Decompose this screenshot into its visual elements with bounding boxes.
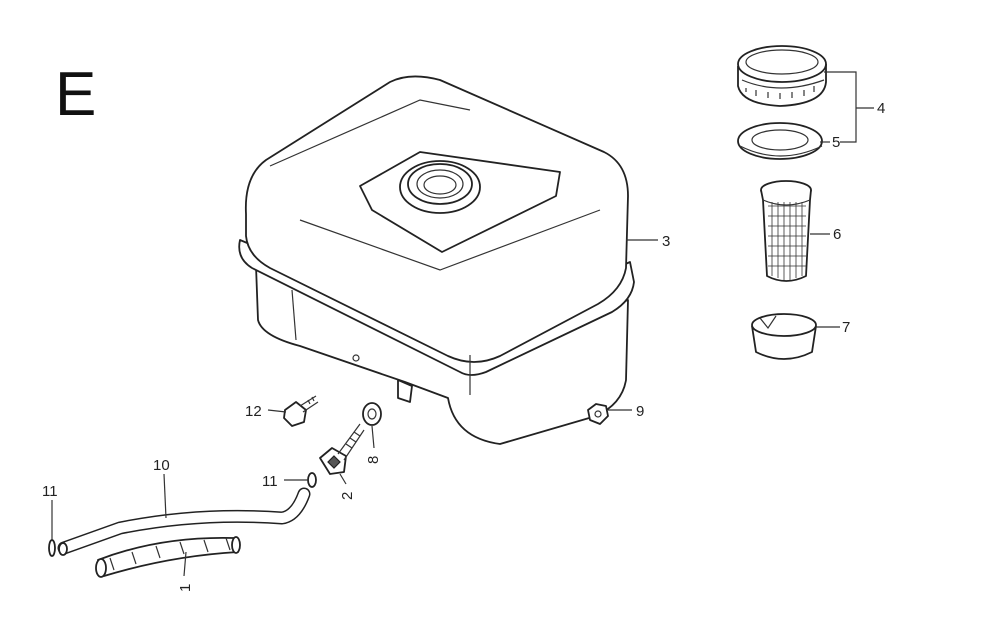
- callout-4: 4: [877, 100, 885, 117]
- hose-clip-right[interactable]: [307, 472, 317, 488]
- hose-clip-left[interactable]: [48, 539, 56, 557]
- callout-7: 7: [842, 319, 850, 336]
- bolt[interactable]: [283, 395, 319, 427]
- callout-5: 5: [832, 134, 840, 151]
- callout-9: 9: [636, 403, 644, 420]
- callout-11-left: 11: [42, 483, 58, 500]
- tube-protector[interactable]: [95, 536, 241, 578]
- washer[interactable]: [362, 402, 382, 426]
- section-letter: E: [55, 60, 96, 129]
- fuel-tank[interactable]: [238, 75, 635, 445]
- callout-2: 2: [339, 492, 356, 500]
- filler-cap[interactable]: [737, 45, 827, 107]
- callout-1: 1: [177, 584, 194, 592]
- callout-11-right: 11: [262, 473, 278, 490]
- callout-10: 10: [153, 457, 170, 474]
- callout-3: 3: [662, 233, 670, 250]
- callout-8: 8: [365, 456, 382, 464]
- fuel-filter-screen[interactable]: [760, 180, 812, 282]
- filter-retainer[interactable]: [751, 313, 817, 360]
- leader-lines: [51, 71, 874, 577]
- cap-gasket[interactable]: [737, 122, 823, 160]
- fuel-cock[interactable]: [319, 423, 365, 475]
- callout-12: 12: [245, 403, 262, 420]
- nut[interactable]: [587, 403, 609, 425]
- callout-6: 6: [833, 226, 841, 243]
- fuel-tube[interactable]: [57, 487, 311, 556]
